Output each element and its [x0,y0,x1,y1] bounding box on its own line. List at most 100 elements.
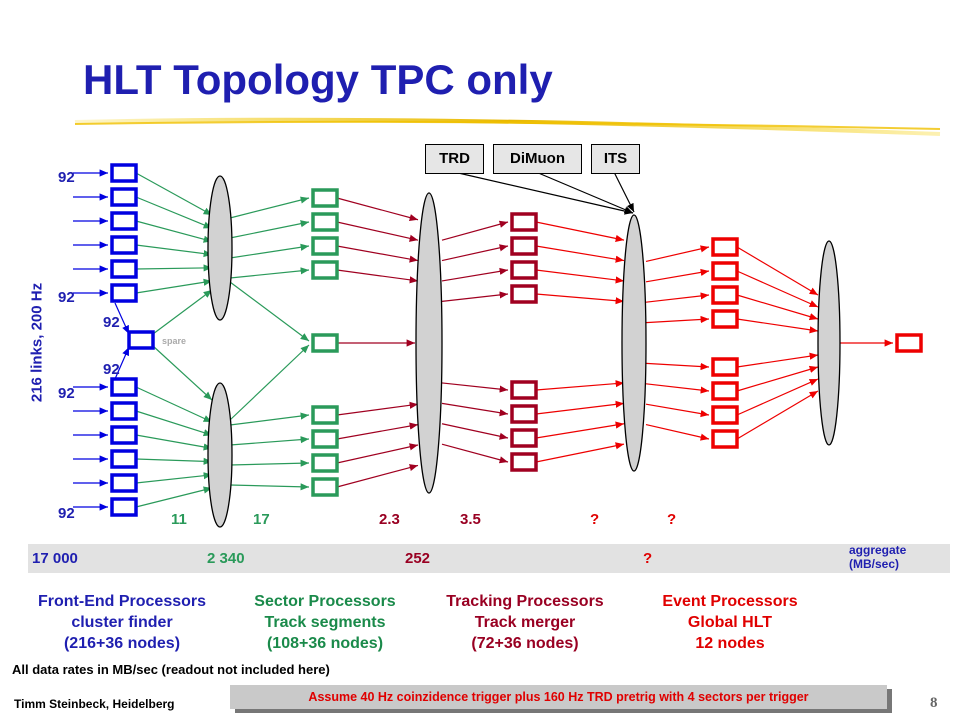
page-number: 8 [930,695,938,711]
sector-to-merge-arrow [336,422,419,440]
event-node [711,381,739,401]
stage-name: Sector Processors [254,593,396,610]
stage-nodes: (216+36 nodes) [63,635,181,652]
page-title: HLT Topology TPC only [83,56,553,103]
tracking-merge-ellipse [415,192,443,494]
sector-node [311,260,339,280]
aggregate-event: ? [643,550,653,567]
merge-to-tracking-arrow [441,220,509,241]
sector-node [311,212,339,232]
sector-node [311,405,339,425]
tracking-to-merge-arrow [535,293,625,305]
merge-to-event-arrow [645,424,710,441]
sector-to-merge-arrow [336,269,419,284]
sector-node [311,188,339,208]
sector-to-merge-arrow [336,401,419,416]
stage-label-tracking: Tracking Processors Track merger (72+36 … [425,591,625,654]
sector-node [311,236,339,256]
tracking-to-merge-arrow [535,442,625,463]
assumption-box: Assume 40 Hz coinzidence trigger plus 16… [230,685,887,709]
stage-rate-1: 11 [171,511,187,528]
event-to-global-arrow [736,318,819,334]
frontend-to-merge-arrow [135,386,213,423]
frontend-to-merge-arrow [135,220,213,243]
frontend-node [110,163,138,183]
aggregate-label: aggregate (MB/sec) [849,543,907,571]
event-node [711,237,739,257]
tracking-node [510,284,538,304]
frontend-node [110,259,138,279]
frontend-to-merge-arrow [135,196,213,229]
event-to-global-arrow [736,246,819,296]
merge-to-sector-arrow [229,267,310,279]
merge-to-event-arrow [645,292,710,303]
sector-node [311,429,339,449]
tracking-node [510,380,538,400]
frontend-to-merge-arrow [135,434,213,451]
event-to-global-arrow [736,390,819,440]
stage-task: Track segments [264,614,386,631]
stage-name: Tracking Processors [446,593,604,610]
merge-to-sector-arrow [229,483,310,491]
merge-to-tracking-arrow [441,382,509,393]
event-to-global-arrow [736,352,819,368]
frontend-node [110,187,138,207]
frontend-node [110,283,138,303]
stage-rate-2: 17 [253,511,270,528]
frontend-to-merge-arrow [135,244,213,258]
aggregate-sector: 2 340 [207,550,245,567]
link-rate-spare-in-lower: 92 [103,361,120,378]
link-rate-spare-in-upper: 92 [103,314,120,331]
sector-to-merge-arrow [336,221,419,242]
frontend-node [110,449,138,469]
stage-task: Global HLT [687,614,773,631]
frontend-node [110,377,138,397]
merge-to-sector-arrow [229,196,310,219]
merge-to-event-arrow [645,383,710,394]
author-footer: Timm Steinbeck, Heidelberg [14,697,175,711]
frontend-to-merge-arrow [135,264,213,272]
merge-to-tracking-arrow [441,423,509,440]
event-to-global-arrow [736,270,819,308]
stage-nodes: (108+36 nodes) [266,635,384,652]
stage-name: Front-End Processors [37,593,207,610]
frontend-spare-node [127,330,155,350]
frontend-node [110,401,138,421]
event-node [711,261,739,281]
merge-to-event-arrow [645,245,710,262]
spare-label: spare [162,336,187,346]
frontend-to-merge-arrow [135,457,213,465]
stage-rate-3: 2.3 [379,511,400,528]
tracking-node [510,212,538,232]
aggregate-bar [28,544,950,573]
tracking-to-merge-arrow [535,269,625,284]
stage-label-event: Event Processors Global HLT 12 nodes [636,591,824,654]
global-merge-ellipse [817,240,841,446]
event-node [711,285,739,305]
merge-to-sector-arrow [229,459,310,467]
sector-to-merge-arrow [336,443,419,464]
its-to-merge-arrow [613,171,635,213]
merge-to-sector-arrow [229,243,310,259]
sector-node [311,477,339,497]
tracking-to-merge-arrow [535,380,625,391]
merge-to-tracking-arrow [441,443,509,464]
spare-to-merge-arrow [152,345,213,401]
aggregate-frontend: 17 000 [32,550,78,567]
event-to-global-arrow [736,378,819,416]
merge-to-tracking-arrow [441,291,509,302]
link-rate-upper: 92 [58,289,75,306]
tracking-node [510,452,538,472]
event-to-global-arrow [736,294,819,321]
stage-rate-5: ? [590,511,600,528]
sector-node [311,453,339,473]
detector-trd-box: TRD [425,144,484,174]
frontend-to-merge-arrow [135,486,213,508]
stage-name: Event Processors [662,593,798,610]
link-rate-top: 92 [58,169,75,186]
event-node [711,357,739,377]
frontend-node [110,211,138,231]
merge-to-event-arrow [645,362,710,371]
tracking-node [510,236,538,256]
